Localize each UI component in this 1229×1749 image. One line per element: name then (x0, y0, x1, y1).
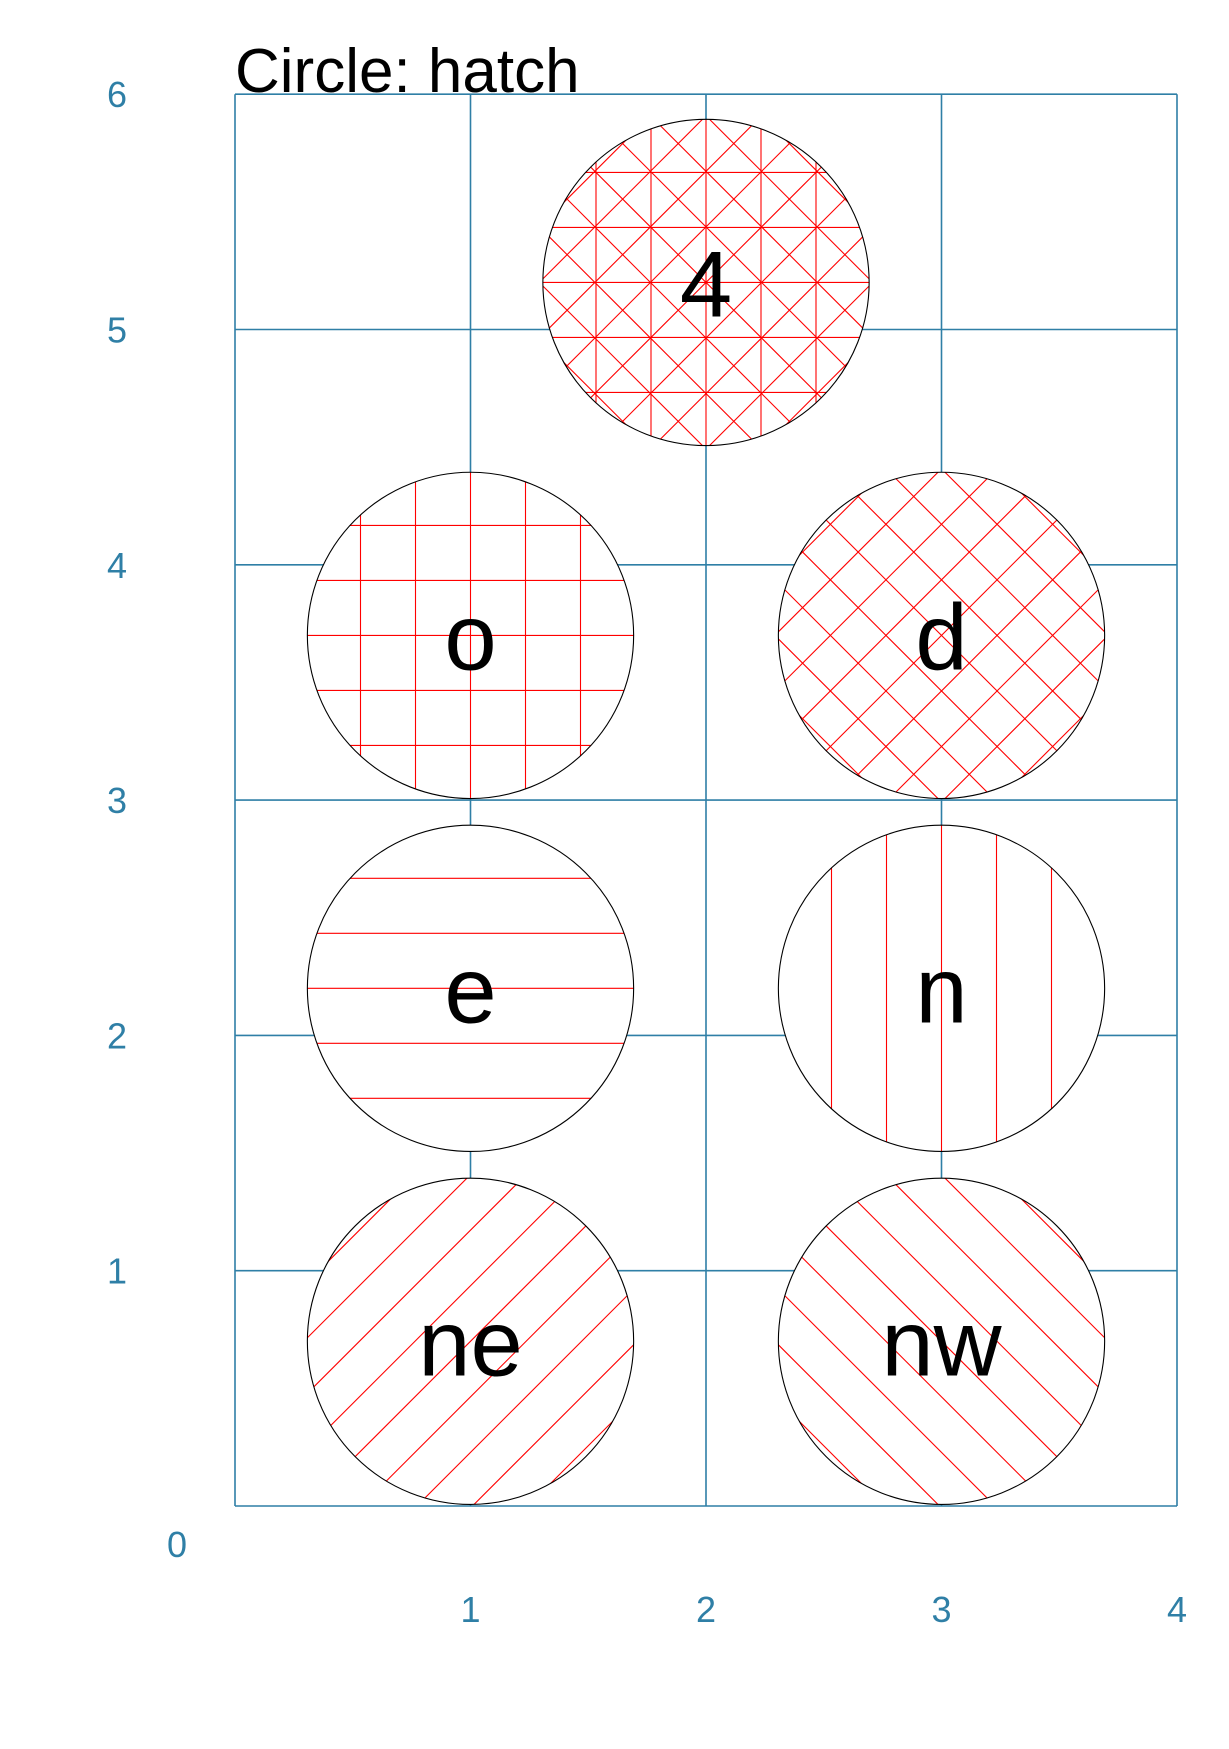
y-tick-label: 5 (107, 310, 127, 351)
circle-outline (306, 824, 635, 1153)
circle-outline (777, 1177, 1106, 1505)
circle-label: e (444, 937, 496, 1042)
circle-label: n (915, 937, 967, 1042)
hatch-pattern (307, 877, 634, 1099)
y-tick-label: 4 (107, 545, 127, 586)
hatch-line (307, 1178, 634, 1505)
circle-outline (306, 471, 635, 800)
circle-label: o (444, 584, 496, 689)
hatch-pattern (778, 472, 1105, 799)
circle-group: n (777, 824, 1106, 1153)
hatch-line (807, 1178, 1105, 1505)
y-tick-label: 3 (107, 780, 127, 821)
hatch-line (542, 119, 870, 446)
hatch-pattern (307, 472, 634, 799)
hatch-line (542, 119, 840, 446)
hatched-circles: 4 o d e n ne nw (306, 118, 1106, 1505)
circle-label: ne (418, 1290, 523, 1395)
hatch-line (307, 1178, 605, 1505)
hatch-pattern (830, 825, 1053, 1152)
hatch-line (778, 472, 1076, 799)
circle-group: e (306, 824, 635, 1153)
circle-group: ne (306, 1177, 635, 1505)
x-tick-label: 4 (1167, 1589, 1187, 1630)
hatch-line (778, 472, 1105, 799)
x-tick-label: 3 (931, 1589, 951, 1630)
x-tick-label: 1 (460, 1589, 480, 1630)
hatch-line (572, 119, 870, 446)
hatch-line (807, 472, 1105, 799)
hatch-line (778, 1178, 1105, 1505)
circle-outline (777, 471, 1106, 800)
y-tick-label: 6 (107, 74, 127, 115)
hatch-line (307, 1178, 634, 1505)
hatch-line (778, 472, 1105, 799)
y-axis-ticks: 0 1 2 3 4 5 6 (107, 74, 187, 1565)
circle-group: d (777, 471, 1106, 800)
circle-outline (777, 824, 1106, 1153)
circle-outline (306, 1177, 635, 1505)
y-tick-label: 0 (167, 1524, 187, 1565)
hatch-line (542, 119, 870, 446)
y-tick-label: 1 (107, 1251, 127, 1292)
y-tick-label: 2 (107, 1015, 127, 1056)
diagram-title: Circle: hatch (235, 37, 580, 106)
circle-group: nw (777, 1177, 1106, 1505)
hatch-line (542, 119, 870, 446)
circle-group: 4 (542, 118, 870, 447)
hatch-line (778, 472, 1105, 799)
hatch-pattern (542, 119, 870, 446)
circle-label: d (915, 584, 967, 689)
x-axis-ticks: 1 2 3 4 (460, 1589, 1187, 1630)
x-tick-label: 2 (696, 1589, 716, 1630)
circle-outline (542, 118, 870, 447)
circle-label: nw (881, 1290, 1002, 1395)
circle-label: 4 (680, 231, 732, 336)
circle-group: o (306, 471, 635, 800)
